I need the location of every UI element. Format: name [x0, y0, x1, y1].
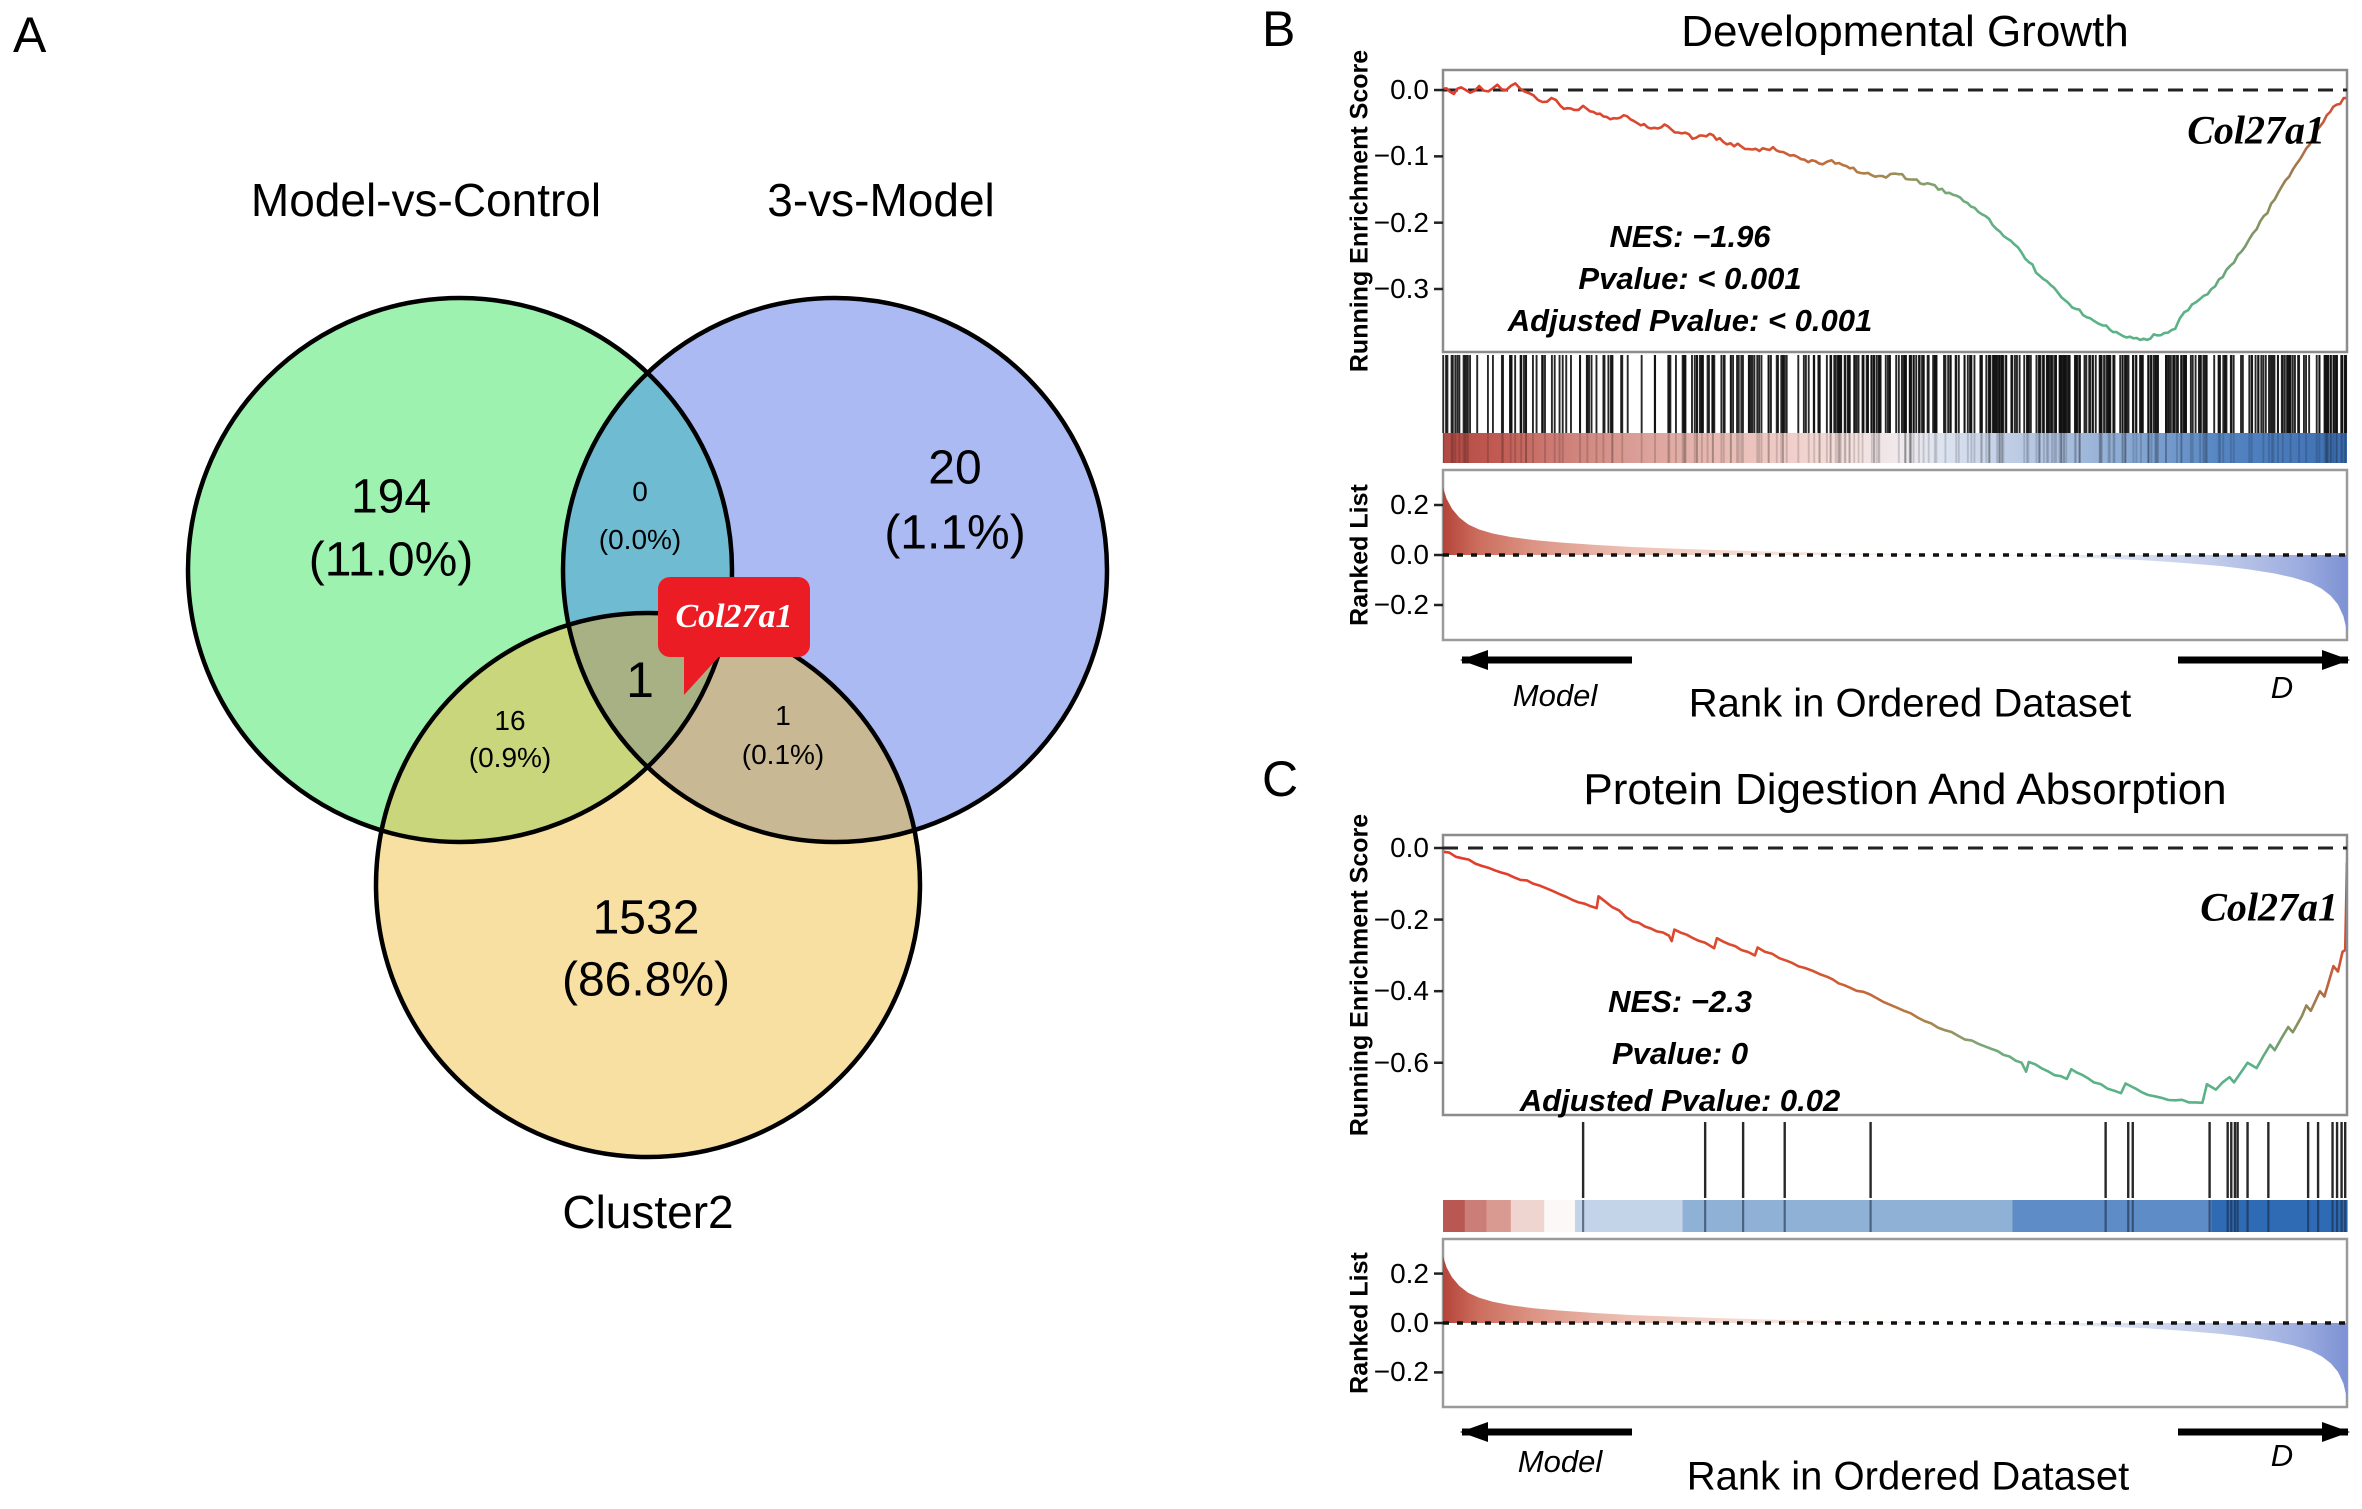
gsea-b-adj-pvalue: Adjusted Pvalue: < 0.001 [1507, 303, 1873, 338]
venn-pct-s23: (0.1%) [741, 739, 825, 770]
venn-set3-title: Cluster2 [562, 1186, 734, 1238]
venn-count-s13: 16 [494, 705, 526, 736]
res-tick-B-0: 0.0 [1390, 74, 1429, 106]
venn-pct-s13: (0.9%) [468, 742, 552, 773]
rank-band-C [1443, 1200, 2348, 1232]
rank-band-B [1443, 433, 2347, 463]
res-tick-C-2: −0.4 [1373, 975, 1429, 1007]
venn-pct-set1: (11.0%) [308, 533, 474, 587]
panel-label-a: A [13, 7, 47, 63]
callout-tail-icon [684, 649, 726, 695]
gsea-b-xlabel: Rank in Ordered Dataset [1688, 681, 2132, 726]
venn-set2-title: 3-vs-Model [767, 174, 995, 226]
ranked-tick-B-2: −0.2 [1373, 589, 1429, 620]
ranked-tick-B-0: 0.2 [1390, 489, 1429, 520]
hit-barcode-C [1581, 1122, 2347, 1198]
gsea-panel-b [1434, 68, 2350, 670]
venn-count-set1: 194 [350, 470, 432, 524]
ranked-pos-area-C [1443, 1256, 1968, 1323]
res-tick-B-3: −0.3 [1373, 272, 1429, 304]
venn-set1-title: Model-vs-Control [250, 174, 602, 226]
venn-pct-set3: (86.8%) [561, 953, 731, 1007]
ranked-tick-C-0: 0.2 [1390, 1257, 1429, 1289]
gene-callout-label: Col27a1 [675, 598, 793, 635]
gsea-b-arrow-left-label: Model [1512, 678, 1598, 713]
gsea-b-gene-label: Col27a1 [2187, 107, 2325, 153]
gsea-c-gene-label: Col27a1 [2200, 884, 2338, 930]
gsea-c-nes: NES: −2.3 [1608, 984, 1752, 1019]
gsea-b-arrow-right-label: D [2270, 670, 2294, 705]
gsea-b-title: Developmental Growth [1681, 7, 2129, 56]
res-tick-C-1: −0.2 [1373, 903, 1429, 935]
res-tick-C-0: 0.0 [1390, 831, 1429, 863]
gsea-b-nes: NES: −1.96 [1609, 219, 1771, 254]
venn-pct-s12: (0.0%) [598, 524, 682, 555]
gsea-c-arrow-left-label: Model [1517, 1444, 1603, 1479]
venn-count-s23: 1 [775, 700, 791, 731]
gsea-b-pvalue: Pvalue: < 0.001 [1578, 261, 1802, 296]
gene-callout: Col27a1 [658, 577, 810, 695]
res-curve-B [1444, 82, 2346, 342]
panel-label-c: C [1262, 751, 1299, 807]
venn-count-set3: 1532 [592, 891, 700, 945]
res-box-B [1441, 68, 2349, 354]
ranked-tick-C-1: 0.0 [1390, 1307, 1429, 1338]
res-curve-C [1444, 850, 2346, 1105]
venn-count-center: 1 [626, 652, 654, 708]
venn-count-set2: 20 [928, 441, 982, 495]
res-tick-B-2: −0.2 [1373, 206, 1429, 238]
ranked-pos-area-B [1443, 487, 1968, 555]
ranked-tick-B-1: 0.0 [1390, 539, 1429, 570]
gsea-c-title: Protein Digestion And Absorption [1583, 765, 2227, 814]
ranked-neg-area-B [1967, 555, 2347, 632]
venn-count-s12: 0 [632, 476, 648, 507]
gsea-c-pvalue: Pvalue: 0 [1611, 1036, 1749, 1071]
venn-pct-set2: (1.1%) [884, 506, 1026, 560]
gsea-c-xlabel: Rank in Ordered Dataset [1686, 1454, 2130, 1499]
gsea-panel-c [1434, 833, 2350, 1442]
res-tick-B-1: −0.1 [1373, 140, 1429, 172]
hit-barcode-B [1442, 355, 2348, 433]
venn-diagram [185, 295, 1110, 1160]
res-tick-C-3: −0.6 [1373, 1046, 1429, 1078]
ranked-tick-C-2: −0.2 [1373, 1356, 1429, 1388]
gsea-c-adj-pvalue: Adjusted Pvalue: 0.02 [1519, 1083, 1841, 1118]
gsea-c-arrow-right-label: D [2270, 1438, 2294, 1473]
panel-label-b: B [1262, 1, 1296, 57]
res-box-C [1441, 833, 2349, 1117]
ranked-neg-area-C [1967, 1323, 2347, 1399]
